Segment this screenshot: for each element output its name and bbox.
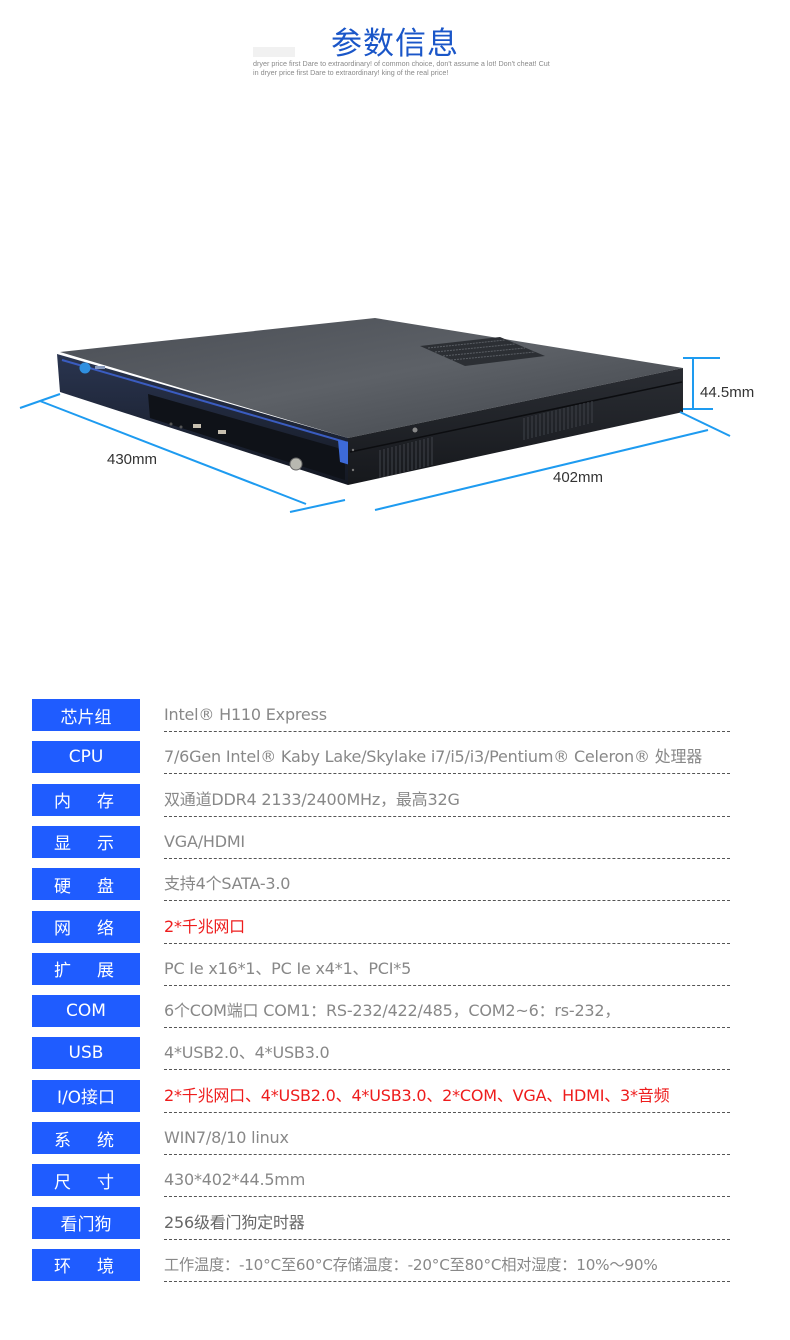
chassis-illustration xyxy=(19,318,731,513)
spec-row-chipset: 芯片组 Intel® H110 Express xyxy=(0,699,790,741)
spec-label-char: 内 xyxy=(54,792,71,813)
spec-label: CPU xyxy=(32,741,140,774)
led-indicator-icon xyxy=(169,422,173,426)
height-dimension-label: 44.5mm xyxy=(700,384,755,401)
spec-label-char: 硬 xyxy=(54,876,71,897)
spec-label: I/O接口 xyxy=(32,1079,140,1112)
led-indicator-icon xyxy=(179,425,183,429)
spec-label-char: 境 xyxy=(97,1257,114,1278)
title-decoration xyxy=(253,47,295,57)
spec-label-char: 示 xyxy=(97,834,114,855)
spec-label: 系 统 xyxy=(32,1122,140,1154)
spec-value: WIN7/8/10 linux xyxy=(164,1125,730,1155)
spec-row-storage: 硬 盘 支持4个SATA-3.0 xyxy=(0,868,790,910)
spec-value: Intel® H110 Express xyxy=(164,702,730,732)
spec-label-char: 扩 xyxy=(54,961,71,982)
spec-row-expansion: 扩 展 PC Ie x16*1、PC Ie x4*1、PCI*5 xyxy=(0,952,790,995)
spec-value: 6个COM端口 COM1：RS-232/422/485，COM2~6：rs-23… xyxy=(164,998,730,1029)
spec-label-char: 寸 xyxy=(97,1172,114,1193)
spec-row-cpu: CPU 7/6Gen Intel® Kaby Lake/Skylake i7/i… xyxy=(0,741,790,783)
spec-label: 网 络 xyxy=(32,910,140,943)
spec-label-char: 展 xyxy=(97,961,114,982)
usb-port-icon xyxy=(193,424,201,428)
spec-row-environment: 环 境 工作温度：-10°C至60°C存储温度：-20°C至80°C相对湿度：1… xyxy=(0,1248,790,1291)
spec-label-char: 显 xyxy=(54,834,71,855)
spec-value: 256级看门狗定时器 xyxy=(164,1210,730,1240)
spec-label: 硬 盘 xyxy=(32,868,140,901)
spec-label: 芯片组 xyxy=(32,699,140,731)
section-subtitle: dryer price first Dare to extraordinary!… xyxy=(253,59,550,77)
spec-label: 扩 展 xyxy=(32,952,140,985)
spec-value: 430*402*44.5mm xyxy=(164,1167,730,1198)
spec-label: USB xyxy=(32,1037,140,1070)
spec-value: 7/6Gen Intel® Kaby Lake/Skylake i7/i5/i3… xyxy=(164,744,730,775)
spec-row-io: I/O接口 2*千兆网口、4*USB2.0、4*USB3.0、2*COM、VGA… xyxy=(0,1079,790,1122)
usb-port-icon xyxy=(218,430,226,434)
brand-logo-icon xyxy=(79,362,91,374)
section-header: 参数信息 dryer price first Dare to extraordi… xyxy=(0,0,790,100)
chassis-top xyxy=(60,318,683,438)
spec-label: 尺 寸 xyxy=(32,1164,140,1197)
spec-label-char: 统 xyxy=(97,1130,114,1151)
spec-label-char: 络 xyxy=(97,919,114,939)
spec-row-network: 网 络 2*千兆网口 xyxy=(0,910,790,953)
spec-label: 内 存 xyxy=(32,783,140,816)
dimension-lines xyxy=(19,357,731,513)
depth-dimension-label: 402mm xyxy=(553,469,604,486)
spec-value: VGA/HDMI xyxy=(164,829,730,859)
spec-value: 工作温度：-10°C至60°C存储温度：-20°C至80°C相对湿度：10%～9… xyxy=(164,1252,730,1282)
spec-row-size: 尺 寸 430*402*44.5mm xyxy=(0,1164,790,1206)
spec-value: 2*千兆网口 xyxy=(164,914,730,944)
spec-label-char: 系 xyxy=(54,1130,71,1151)
spec-label-char: 网 xyxy=(54,919,71,939)
spec-row-watchdog: 看门狗 256级看门狗定时器 xyxy=(0,1206,790,1249)
side-vent-icon xyxy=(379,401,593,478)
section-title: 参数信息 xyxy=(331,26,459,62)
spec-value: PC Ie x16*1、PC Ie x4*1、PCI*5 xyxy=(164,956,730,986)
spec-label-char: 盘 xyxy=(97,876,114,897)
spec-row-memory: 内 存 双通道DDR4 2133/2400MHz，最高32G xyxy=(0,783,790,826)
spec-label: 显 示 xyxy=(32,825,140,858)
width-dimension-label: 430mm xyxy=(107,451,158,468)
spec-label: 环 境 xyxy=(32,1248,140,1281)
top-vent-icon xyxy=(420,337,545,366)
spec-label-char: 尺 xyxy=(54,1172,71,1193)
spec-row-display: 显 示 VGA/HDMI xyxy=(0,825,790,868)
spec-label: COM xyxy=(32,995,140,1028)
spec-value: 4*USB2.0、4*USB3.0 xyxy=(164,1040,730,1071)
spec-value: 支持4个SATA-3.0 xyxy=(164,871,730,902)
spec-value: 双通道DDR4 2133/2400MHz，最高32G xyxy=(164,787,730,817)
spec-row-os: 系 统 WIN7/8/10 linux xyxy=(0,1122,790,1164)
spec-row-usb: USB 4*USB2.0、4*USB3.0 xyxy=(0,1037,790,1079)
spec-label: 看门狗 xyxy=(32,1206,140,1239)
product-image: 430mm 402mm 44.5mm xyxy=(0,290,790,530)
power-button-icon xyxy=(289,457,303,471)
spec-label-char: 存 xyxy=(97,792,114,813)
spec-row-com: COM 6个COM端口 COM1：RS-232/422/485，COM2~6：r… xyxy=(0,995,790,1037)
spec-label-char: 环 xyxy=(54,1257,71,1278)
spec-value: 2*千兆网口、4*USB2.0、4*USB3.0、2*COM、VGA、HDMI、… xyxy=(164,1083,730,1113)
